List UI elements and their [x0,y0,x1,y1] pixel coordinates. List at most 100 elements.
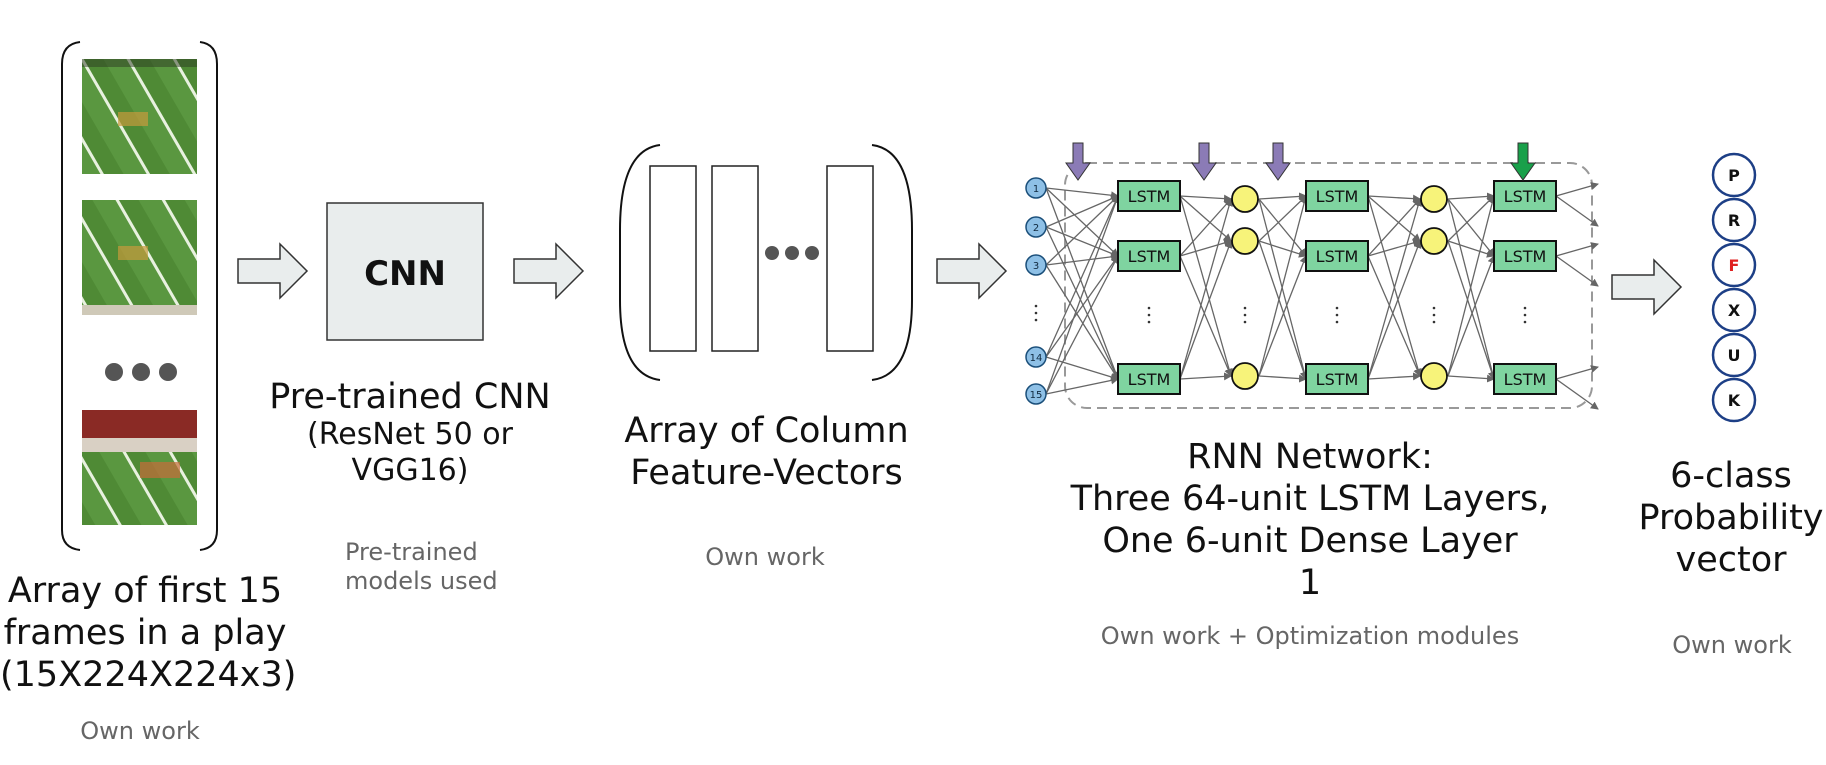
rnn-connection [1367,372,1421,381]
rnn-connection [1045,187,1119,200]
rnn-connection [1045,187,1120,380]
rnn-title: RNN Network: Three 64-unit LSTM Layers, … [1060,436,1560,604]
rnn-connection [1258,240,1308,380]
output-title-line-3: vector [1675,540,1787,580]
lstm-cell-label: LSTM [1128,247,1171,266]
rnn-connection [1258,198,1309,380]
rnn-connection [1045,195,1119,266]
rnn-title-line-1: RNN Network: [1187,437,1433,477]
input-node [1025,254,1047,276]
cnn-box-label: CNN [364,254,446,294]
lstm-ellipsis-dot [1147,313,1151,317]
input-node-label: 14 [1030,353,1043,364]
input-node-label: 3 [1033,261,1039,272]
input-node [1025,177,1047,199]
output-note: Own work [1672,631,1792,659]
lstm-cell [1117,363,1181,395]
rnn-connection [1555,195,1599,227]
output-class-label: X [1728,301,1741,320]
frame-thumbnail-2 [82,200,197,315]
dropout-node [1420,362,1448,390]
output-class-node [1711,287,1757,333]
lstm-ellipsis-dot [1335,313,1339,317]
cnn-note-line-1: Pre-trained [345,538,478,566]
rnn-title-line-4: 1 [1298,563,1322,603]
lstm-cell-label: LSTM [1316,370,1359,389]
frames-title-line-3: (15X224X224x3) [0,655,297,695]
output-class-label: R [1728,211,1740,230]
flow-arrow-2 [513,242,585,300]
output-class-node [1711,332,1757,378]
cnn-note-line-2: models used [345,566,498,595]
optimization-arrow [1191,142,1217,181]
rnn-connection [1045,356,1119,381]
output-class-label: U [1728,346,1741,365]
rnn-connection [1367,194,1421,203]
rnn-connection [1045,195,1119,358]
frames-title: Array of first 15 frames in a play (15X2… [0,570,297,696]
rnn-connection [1447,374,1495,383]
cnn-title: Pre-trained CNN [269,377,551,417]
optimization-arrow [1265,142,1291,181]
feature-vector-n [826,165,874,352]
dropout-ellipsis-dot [1432,306,1436,310]
feature-ellipsis-dots [765,246,819,260]
rnn-note: Own work + Optimization modules [1100,622,1520,650]
rnn-connection [1045,264,1119,380]
rnn-title-line-2: Three 64-unit LSTM Layers, [1070,479,1550,519]
rnn-connection [1367,195,1421,242]
rnn-connection [1555,255,1599,287]
frame-thumbnail-1 [82,59,197,174]
rnn-connection [1258,198,1307,257]
lstm-cell [1493,363,1557,395]
rnn-connection [1367,195,1422,377]
rnn-connection [1045,226,1119,258]
output-class-node [1711,242,1757,288]
lstm-cell [1305,363,1369,395]
rnn-connection [1555,365,1599,380]
input-node [1025,216,1047,238]
flow-arrow-1 [237,242,309,300]
rnn-connection [1045,252,1119,266]
cnn-box [326,202,484,341]
features-bracket [619,144,913,381]
lstm-cell [1493,180,1557,212]
rnn-connection [1179,240,1233,380]
dropout-ellipsis-dot [1243,320,1247,324]
lstm-cell-label: LSTM [1504,370,1547,389]
flow-arrow-4 [1611,258,1683,316]
rnn-connection [1258,195,1307,242]
output-class-label: P [1728,166,1740,185]
dropout-node [1420,227,1448,255]
rnn-connection [1367,255,1421,377]
rnn-connection [1555,242,1599,257]
lstm-ellipsis-dot [1335,306,1339,310]
rnn-connection [1258,374,1307,383]
optimization-arrow [1065,142,1091,181]
rnn-connection [1045,376,1119,395]
flow-arrow-3 [936,242,1008,300]
rnn-connection [1179,194,1232,203]
cnn-note: Pre-trained models used [305,538,525,596]
lstm-cell [1493,240,1557,272]
cnn-subtitle-line-2: VGG16) [351,453,469,488]
rnn-title-line-3: One 6-unit Dense Layer [1102,521,1518,561]
lstm-cell-label: LSTM [1128,370,1171,389]
lstm-cell-label: LSTM [1128,187,1171,206]
input-ellipsis-dot [1034,318,1038,322]
output-title: 6-class Probability vector [1636,455,1826,581]
dropout-node [1231,362,1259,390]
rnn-connection [1447,240,1496,380]
rnn-connection [1179,195,1232,242]
rnn-connection [1258,195,1309,377]
lstm-ellipsis-dot [1523,313,1527,317]
lstm-cell [1117,240,1181,272]
rnn-connection [1555,182,1599,197]
lstm-ellipsis-dot [1335,320,1339,324]
rnn-connection [1447,195,1495,242]
frames-bracket [61,41,218,551]
dropout-ellipsis-dot [1243,313,1247,317]
output-class-label: F [1729,256,1740,275]
output-class-node [1711,152,1757,198]
